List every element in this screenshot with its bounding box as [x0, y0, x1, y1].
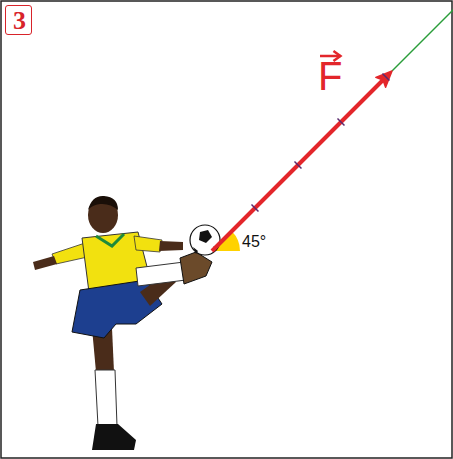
force-vector — [212, 79, 384, 251]
sleeve — [134, 236, 162, 252]
ball-patch — [199, 230, 212, 243]
tick — [295, 162, 302, 169]
tick — [252, 205, 259, 212]
ball — [190, 225, 220, 255]
sock — [136, 262, 186, 286]
sock — [95, 370, 117, 426]
tick — [383, 74, 390, 81]
ball-patch — [193, 247, 198, 254]
arrowhead — [376, 71, 392, 87]
boot — [180, 252, 212, 284]
arm — [159, 241, 183, 251]
figure-number: 3 — [13, 8, 24, 34]
angle-label: 45° — [242, 233, 266, 251]
force-symbol: F — [318, 55, 342, 97]
tick — [338, 119, 345, 126]
arm — [33, 256, 57, 270]
action-line — [392, 8, 453, 71]
hair — [88, 196, 118, 210]
collar — [96, 234, 124, 246]
number-badge: 3 — [5, 5, 32, 35]
shoe — [92, 424, 136, 450]
